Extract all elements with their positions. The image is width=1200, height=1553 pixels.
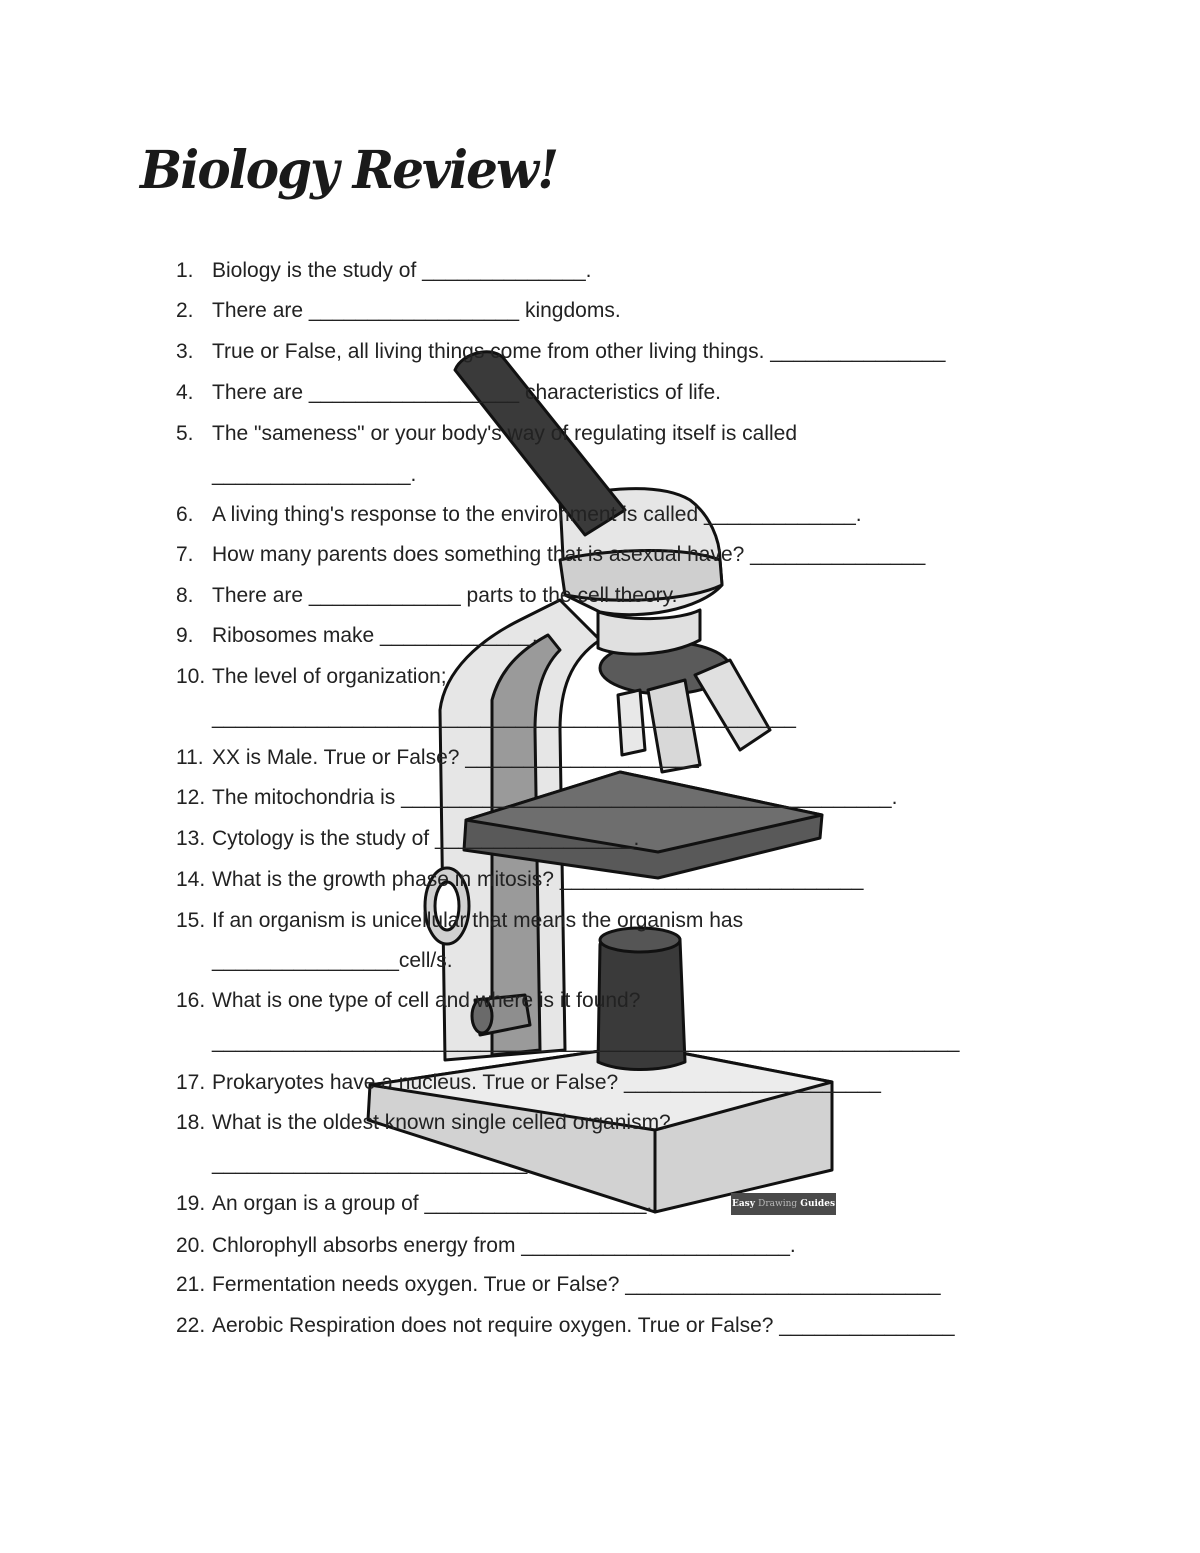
easy-drawing-guides-watermark: Easy Drawing Guides: [731, 1193, 836, 1215]
question-text: If an organism is unicellular that means…: [212, 909, 744, 932]
question-number: 19.: [176, 1192, 206, 1215]
question-text: An organ is a group of _________________…: [212, 1192, 653, 1215]
question-number: 5.: [176, 422, 194, 445]
question-text: Aerobic Respiration does not require oxy…: [212, 1314, 955, 1337]
question-number: 12.: [176, 786, 206, 809]
question-text: XX is Male. True or False? _____________…: [212, 746, 699, 769]
question-number: 2.: [176, 299, 194, 322]
question-number: 13.: [176, 827, 206, 850]
objective-lens-right: [693, 658, 772, 752]
question-number: 10.: [176, 665, 206, 688]
question-number: 7.: [176, 543, 194, 566]
question-text: How many parents does something that is …: [212, 543, 926, 566]
microscope-illustration: [366, 350, 834, 1214]
question-text: There are __________________ characteris…: [212, 381, 722, 404]
question-number: 6.: [176, 503, 194, 526]
answer-blank: ________________cell/s.: [212, 949, 453, 972]
question-text: The mitochondria is ____________________…: [212, 786, 898, 809]
objective-lens-center: [646, 678, 702, 774]
answer-blank: ________________________________________…: [212, 706, 796, 729]
question-text: Chlorophyll absorbs energy from ________…: [212, 1234, 796, 1257]
question-number: 20.: [176, 1234, 206, 1257]
eyepiece-tube: [453, 350, 627, 537]
question-text: What is one type of cell and where is it…: [212, 989, 641, 1012]
question-number: 9.: [176, 624, 194, 647]
question-number: 21.: [176, 1273, 206, 1296]
question-text: Biology is the study of ______________.: [212, 259, 592, 282]
question-text: True or False, all living things come fr…: [212, 340, 946, 363]
question-text: Prokaryotes have a nucleus. True or Fals…: [212, 1071, 881, 1094]
question-number: 22.: [176, 1314, 206, 1337]
question-number: 3.: [176, 340, 194, 363]
answer-blank: ___________________________: [212, 1152, 528, 1175]
page-title: Biology Review!: [140, 140, 559, 201]
question-number: 18.: [176, 1111, 206, 1134]
objective-lens-left: [616, 688, 647, 757]
question-text: Fermentation needs oxygen. True or False…: [212, 1273, 941, 1296]
question-text: What is the oldest known single celled o…: [212, 1111, 671, 1134]
question-number: 16.: [176, 989, 206, 1012]
question-number: 11.: [176, 746, 204, 769]
question-number: 17.: [176, 1071, 206, 1094]
question-text: A living thing's response to the environ…: [212, 503, 862, 526]
question-number: 8.: [176, 584, 194, 607]
question-text: Ribosomes make _____________.: [212, 624, 538, 647]
question-text: What is the growth phase in mitosis? ___…: [212, 868, 864, 891]
question-number: 1.: [176, 259, 194, 282]
question-text: The "sameness" or your body's way of reg…: [212, 422, 798, 445]
question-number: 4.: [176, 381, 194, 404]
answer-blank: _________________.: [212, 463, 417, 486]
answer-blank: ________________________________________…: [212, 1030, 960, 1053]
question-text: There are _____________ parts to the cel…: [212, 584, 678, 607]
question-number: 15.: [176, 909, 206, 932]
question-number: 14.: [176, 868, 206, 891]
question-text: The level of organization;: [212, 665, 447, 688]
question-text: There are __________________ kingdoms.: [212, 299, 621, 322]
question-text: Cytology is the study of _______________…: [212, 827, 640, 850]
